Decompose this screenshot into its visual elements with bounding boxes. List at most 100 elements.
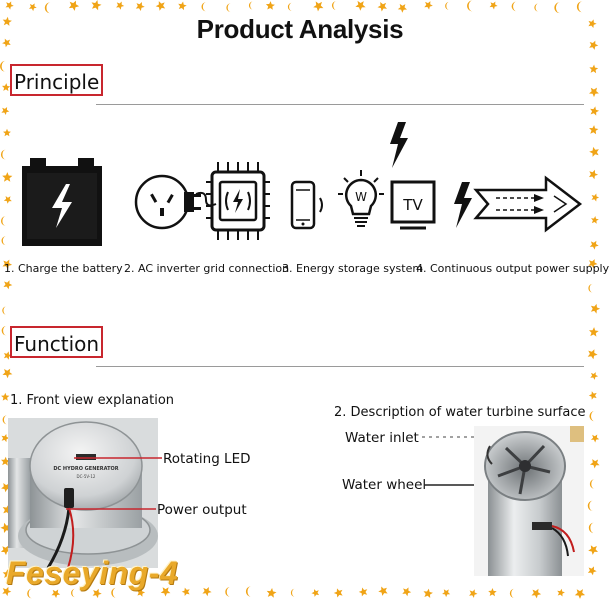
border-star-icon [424,1,433,10]
border-star-icon [2,368,13,379]
border-star-icon [377,2,387,12]
water-wheel-label: Water wheel [342,477,427,493]
border-moon-icon [245,586,252,597]
principle-divider [96,104,584,105]
border-moon-icon [2,306,7,315]
border-star-icon [590,459,600,469]
light-bulb-icon: W [338,170,384,227]
border-moon-icon [201,2,207,12]
function-heading: Function [10,326,104,358]
front-view-device-image: DC HYDRO GENERATOR DC-5V-12 [8,418,158,569]
border-star-icon [3,280,13,290]
border-moon-icon [587,500,593,511]
border-star-icon [68,0,80,11]
border-star-icon [135,2,145,11]
border-moon-icon [588,283,593,293]
border-star-icon [423,588,433,598]
border-star-icon [397,3,407,13]
plug-icon [134,174,201,230]
border-moon-icon [576,1,583,13]
border-star-icon [442,589,451,598]
border-star-icon [591,216,599,224]
border-star-icon [469,589,478,598]
border-star-icon [1,392,10,401]
flow-arrow-icon [473,175,583,233]
border-star-icon [5,1,14,10]
border-moon-icon [0,149,6,160]
border-star-icon [266,588,277,598]
border-star-icon [589,240,599,250]
tv-label: TV [402,196,423,214]
step-3-label: 3. Energy storage system [282,262,424,275]
tv-icon: TV [390,180,436,230]
border-moon-icon [589,410,595,422]
turbine-title: 2. Description of water turbine surface [334,405,586,420]
device-brand-text: DC HYDRO GENERATOR [53,466,118,472]
border-star-icon [590,434,600,443]
border-star-icon [1,107,10,115]
border-star-icon [590,303,601,314]
battery-icon [22,158,102,246]
border-moon-icon [534,3,539,12]
border-star-icon [116,1,125,10]
border-star-icon [265,1,275,10]
border-star-icon [589,64,599,74]
border-star-icon [313,1,324,12]
border-star-icon [29,3,37,12]
border-star-icon [531,588,542,599]
lightning-icon [390,122,408,168]
border-star-icon [589,87,599,98]
border-moon-icon [2,415,8,425]
border-star-icon [202,587,212,597]
border-moon-icon [44,2,51,14]
border-moon-icon [588,522,595,534]
phone-icon [290,180,323,230]
border-moon-icon [589,479,595,489]
border-star-icon [557,588,565,597]
border-star-icon [590,372,599,380]
front-view-title: 1. Front view explanation [10,393,175,408]
rotating-led-pointer [74,457,162,459]
border-star-icon [378,586,388,596]
principle-heading: Principle [10,64,104,96]
border-star-icon [402,587,412,597]
border-moon-icon [248,1,253,10]
border-star-icon [2,83,11,92]
border-moon-icon [509,588,515,598]
border-moon-icon [0,60,6,72]
border-moon-icon [0,216,6,226]
inverter-icon [206,162,270,240]
power-output-label: Power output [157,502,247,518]
border-star-icon [589,146,599,157]
step-2-label: 2. AC inverter grid connection [124,262,290,275]
border-moon-icon [331,1,337,11]
border-star-icon [178,1,187,11]
border-star-icon [333,588,343,598]
rotating-led-label: Rotating LED [163,451,251,467]
border-star-icon [3,128,11,137]
step-4-label: 4. Continuous output power supply [416,262,609,275]
border-star-icon [155,1,166,11]
border-star-icon [589,125,599,135]
border-moon-icon [1,236,6,246]
border-star-icon [91,0,102,11]
border-star-icon [488,588,497,597]
border-star-icon [587,566,597,576]
bulb-label: W [355,190,367,204]
border-moon-icon [1,325,7,336]
border-star-icon [589,169,599,180]
border-star-icon [181,587,190,596]
page-title: Product Analysis [196,14,404,44]
border-moon-icon [445,1,450,10]
water-inlet-label: Water inlet [345,430,419,446]
border-star-icon [589,327,599,337]
lightning-icon [454,182,472,228]
function-divider [96,366,584,367]
border-moon-icon [554,2,560,14]
border-moon-icon [511,1,517,12]
border-star-icon [311,589,320,597]
border-moon-icon [287,2,293,12]
border-star-icon [355,0,366,11]
border-star-icon [590,106,600,116]
border-star-icon [588,391,597,400]
